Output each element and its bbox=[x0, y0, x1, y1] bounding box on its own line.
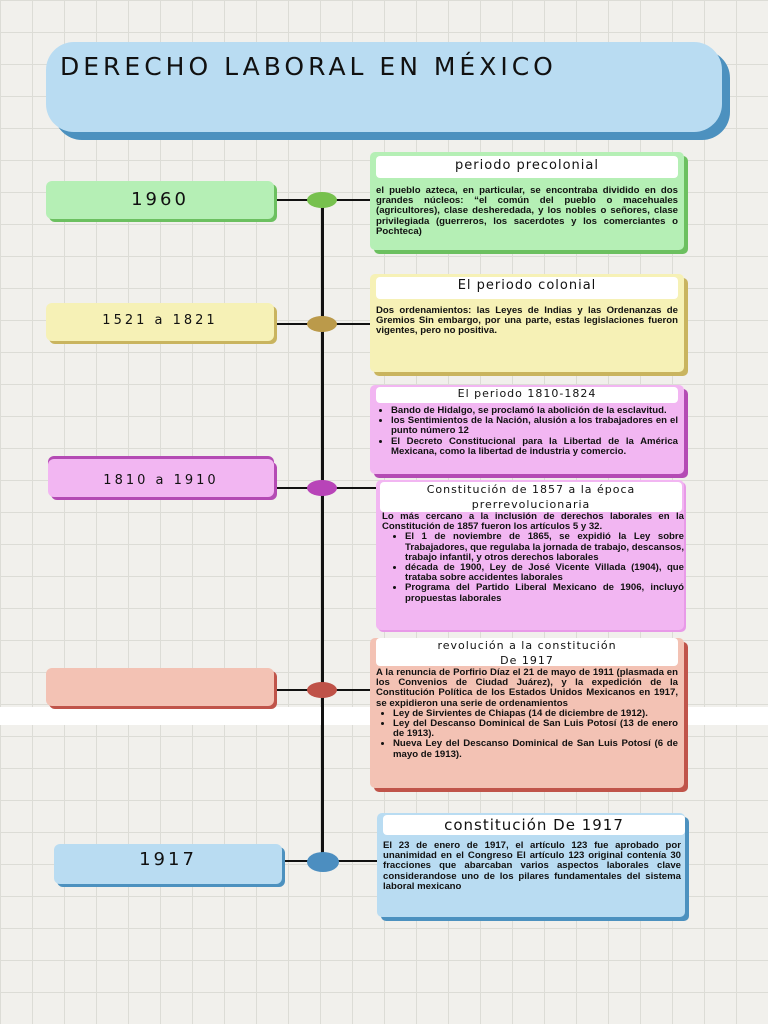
list-item: los Sentimientos de la Nación, alusión a… bbox=[391, 415, 678, 436]
card-colonial-text: Dos ordenamientos: las Leyes de Indias y… bbox=[376, 305, 678, 337]
list-item: Programa del Partido Liberal Mexicano de… bbox=[405, 583, 684, 604]
card-precolonial: periodo precolonial el pueblo azteca, en… bbox=[370, 152, 684, 250]
card-intro: Lo más cercano a la inclusión de derecho… bbox=[382, 511, 684, 533]
list-item: El 1 de noviembre de 1865, se expidió la… bbox=[405, 532, 684, 563]
list-item: década de 1900, Ley de José Vicente Vill… bbox=[405, 562, 684, 583]
card-constitucion-1857-heading: Constitución de 1857 a la época prerrevo… bbox=[380, 482, 682, 512]
card-constitucion-1917-text: El 23 de enero de 1917, el artículo 123 … bbox=[383, 840, 681, 892]
list-item: Bando de Hidalgo, se proclamó la abolici… bbox=[391, 405, 678, 416]
card-constitucion-1917-heading: constitución De 1917 bbox=[383, 815, 685, 835]
list-item: El Decreto Constitucional para la Libert… bbox=[391, 436, 678, 457]
timeline-dot-4 bbox=[307, 682, 337, 698]
year-label-5: 1917 bbox=[54, 844, 282, 884]
card-revolucion-heading: revolución a la constitución De 1917 bbox=[376, 638, 678, 666]
card-constitucion-1917: constitución De 1917 El 23 de enero de 1… bbox=[377, 813, 685, 917]
timeline-dot-2 bbox=[307, 316, 337, 332]
card-precolonial-heading: periodo precolonial bbox=[376, 156, 678, 178]
timeline-dot-1 bbox=[307, 192, 337, 208]
card-colonial-heading: El periodo colonial bbox=[376, 277, 678, 299]
timeline-dot-3 bbox=[307, 480, 337, 496]
page-title: DERECHO LABORAL EN MÉXICO bbox=[60, 52, 557, 81]
title-banner: DERECHO LABORAL EN MÉXICO bbox=[46, 42, 722, 132]
card-revolucion-text: A la renuncia de Porfirio Díaz el 21 de … bbox=[376, 667, 678, 760]
year-label-2: 1521 a 1821 bbox=[46, 303, 274, 341]
heading-line-2: prerrevolucionaria bbox=[471, 498, 591, 511]
year-label-3: 1810 a 1910 bbox=[48, 459, 274, 497]
heading-line-1: revolución a la constitución bbox=[437, 639, 617, 652]
year-label-4 bbox=[46, 668, 274, 706]
card-colonial: El periodo colonial Dos ordenamientos: l… bbox=[370, 274, 684, 372]
timeline-dot-5 bbox=[307, 852, 339, 872]
card-periodo-1810-text: Bando de Hidalgo, se proclamó la abolici… bbox=[374, 405, 678, 457]
list-item: Ley del Descanso Dominical de San Luis P… bbox=[393, 718, 678, 739]
card-constitucion-1857-text: Lo más cercano a la inclusión de derecho… bbox=[382, 511, 684, 604]
timeline-axis bbox=[321, 200, 324, 860]
list-item: Nueva Ley del Descanso Dominical de San … bbox=[393, 739, 678, 760]
list-item: Ley de Sirvientes de Chiapas (14 de dici… bbox=[393, 708, 678, 719]
heading-line-1: Constitución de 1857 a la época bbox=[426, 483, 636, 496]
card-precolonial-text: el pueblo azteca, en particular, se enco… bbox=[376, 185, 678, 237]
card-constitucion-1857: Constitución de 1857 a la época prerrevo… bbox=[376, 480, 684, 630]
heading-line-2: De 1917 bbox=[500, 654, 554, 666]
card-revolucion: revolución a la constitución De 1917 A l… bbox=[370, 638, 684, 788]
year-label-1: 1960 bbox=[46, 181, 274, 219]
card-intro: A la renuncia de Porfirio Díaz el 21 de … bbox=[376, 667, 678, 709]
card-periodo-1810-heading: El periodo 1810-1824 bbox=[376, 387, 678, 403]
card-periodo-1810: El periodo 1810-1824 Bando de Hidalgo, s… bbox=[370, 385, 684, 474]
